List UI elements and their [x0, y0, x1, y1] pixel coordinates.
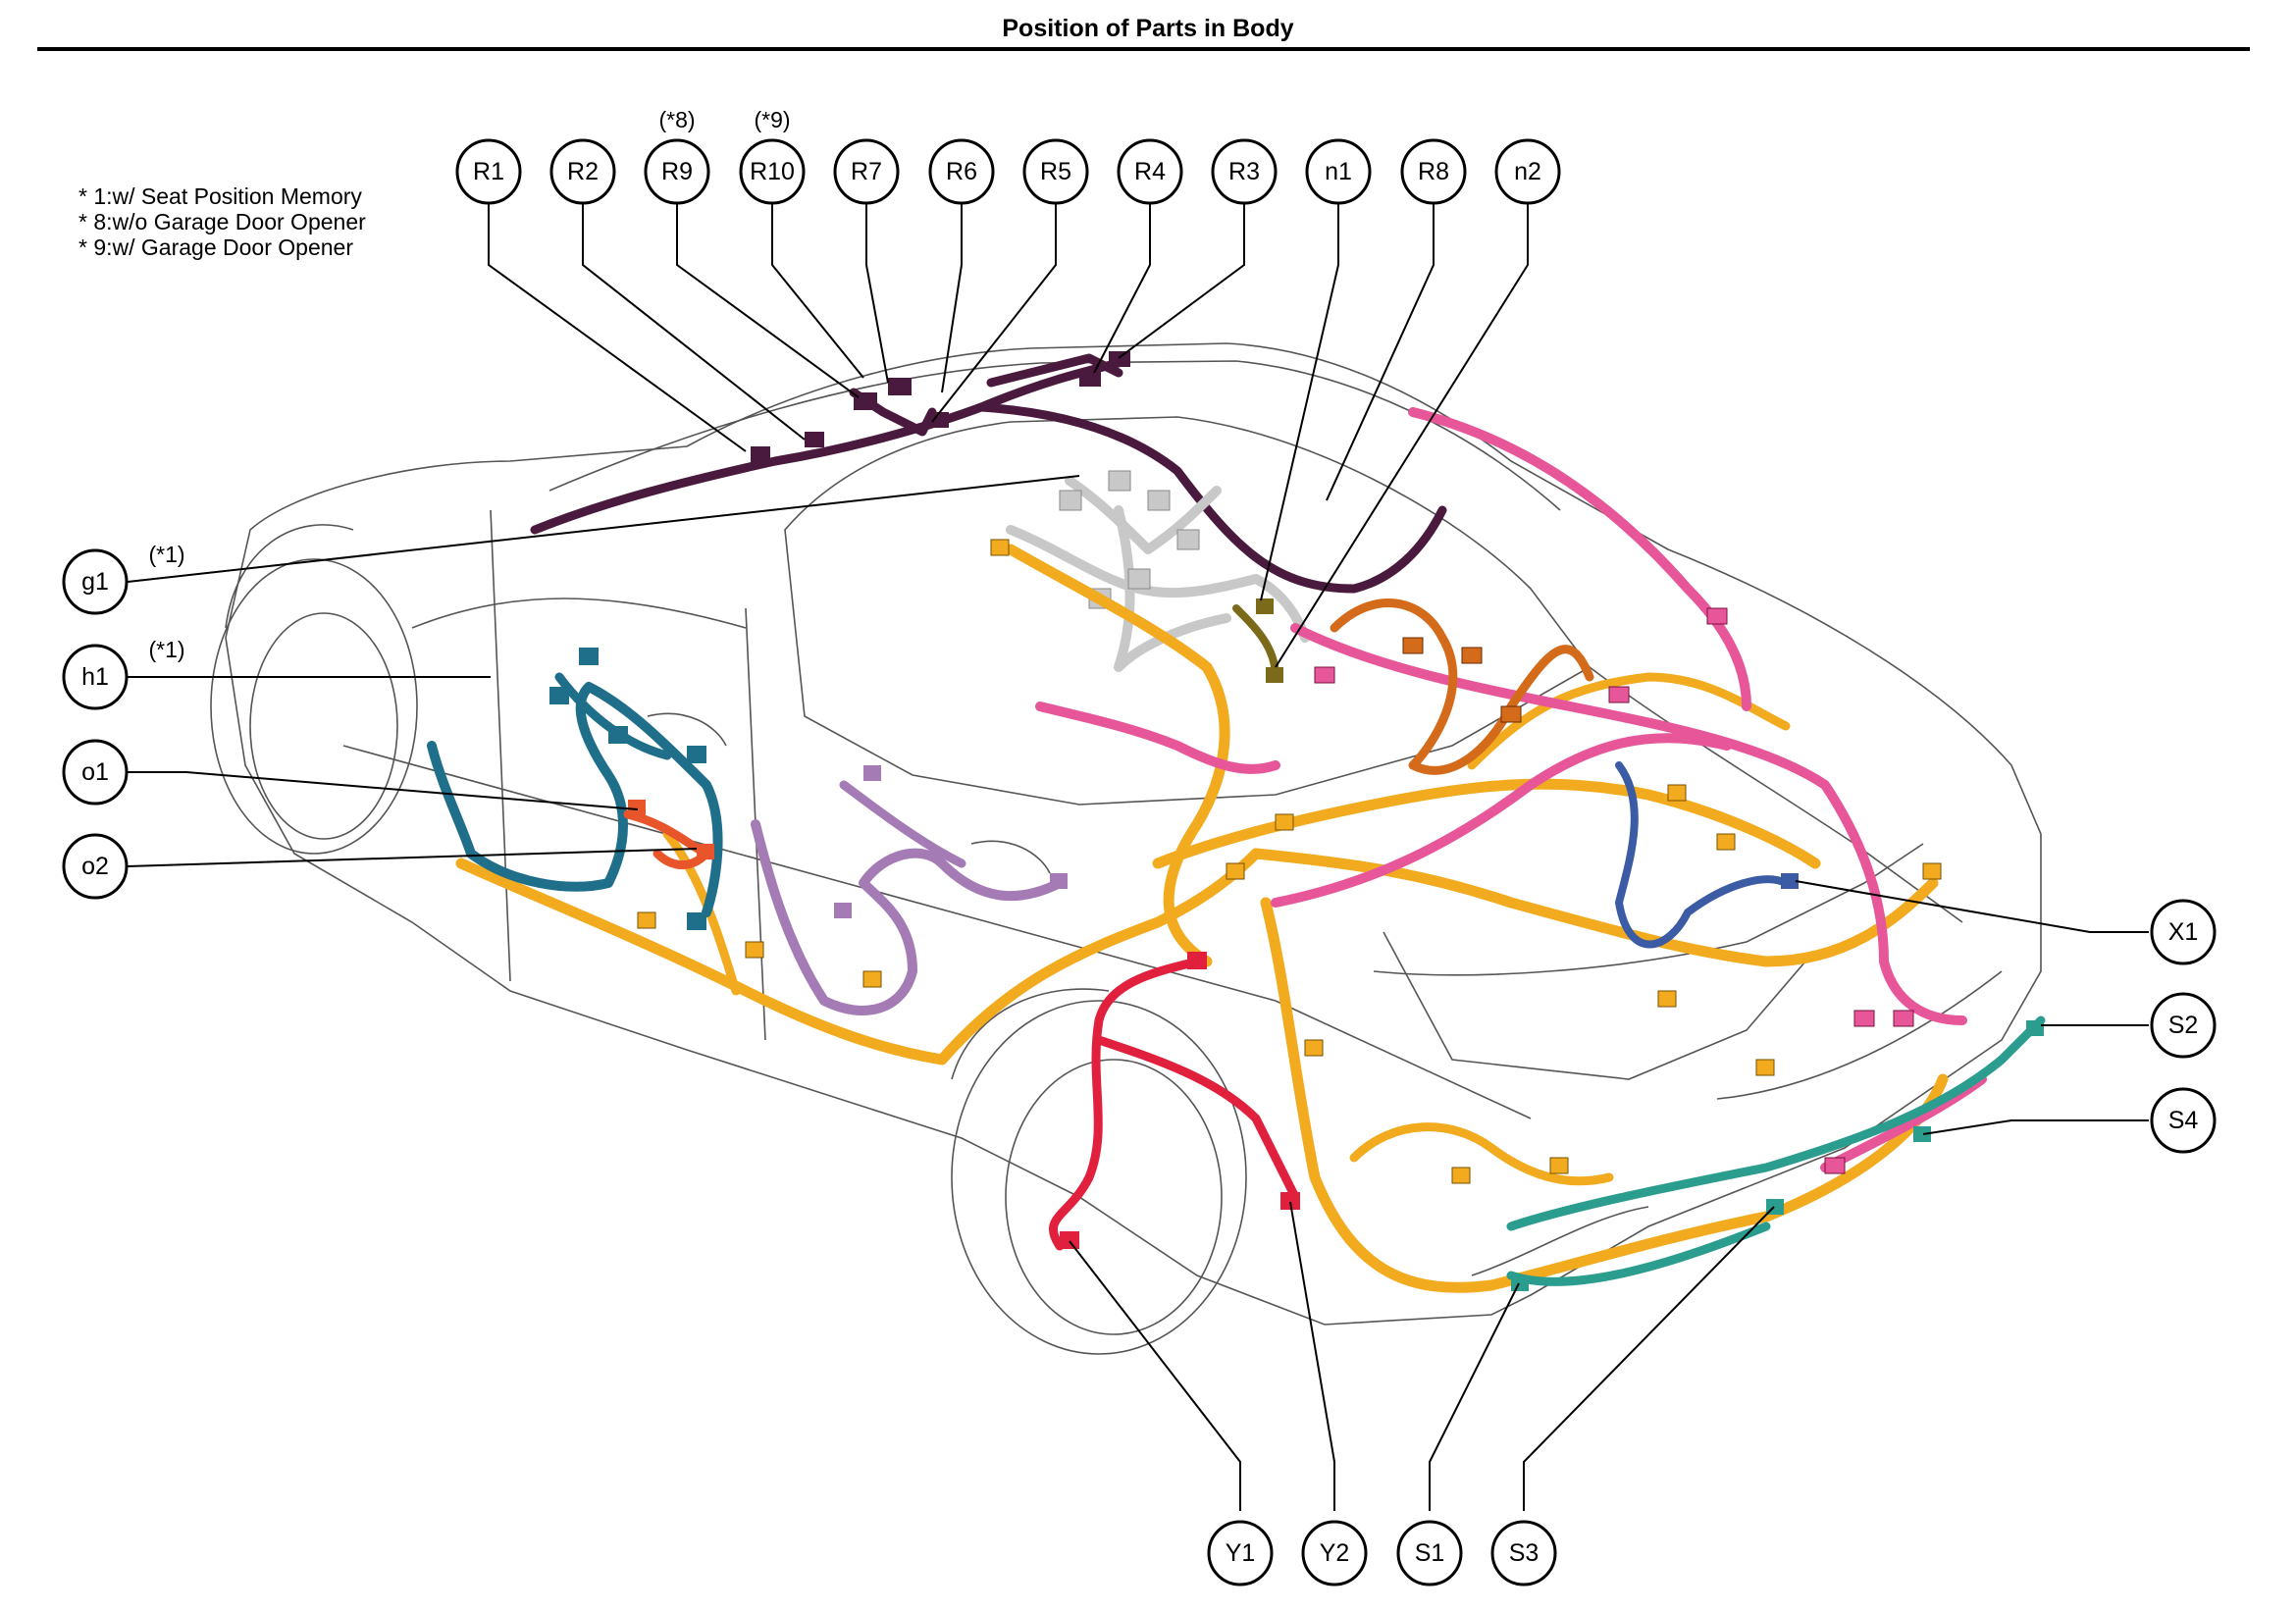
callout-n1: n1 [1305, 138, 1372, 205]
x1-harness [1615, 761, 1799, 949]
callout-n1-label: n1 [1325, 158, 1352, 185]
callout-R10-suffix: (*9) [754, 107, 790, 132]
callout-S1: S1 [1396, 1520, 1463, 1586]
callout-g1: (*1) g1 [62, 542, 185, 615]
front-bumper-harness [1049, 952, 1300, 1251]
callout-S4: S4 [2150, 1087, 2217, 1154]
callout-S4-label: S4 [2168, 1107, 2199, 1134]
callout-g1-label: g1 [81, 568, 109, 596]
callout-R6: R6 [928, 138, 995, 205]
floor-harness [1035, 407, 1987, 1174]
callout-o2-label: o2 [81, 853, 109, 880]
roof-harness [530, 351, 1447, 594]
door-front-harness [427, 648, 723, 930]
callout-S2-label: S2 [2168, 1012, 2199, 1039]
callout-R9-suffix: (*8) [658, 107, 695, 132]
callout-R1-label: R1 [473, 158, 504, 185]
callout-R3: R3 [1211, 138, 1278, 205]
callout-Y2: Y2 [1301, 1520, 1368, 1586]
callout-X1-label: X1 [2168, 918, 2199, 946]
note-line: * 1:w/ Seat Position Memory [78, 183, 362, 209]
rear-bumper-harness [1506, 1015, 2046, 1291]
luggage-harness [1330, 598, 1594, 775]
callout-R8: R8 [1400, 138, 1467, 205]
callout-Y1: Y1 [1207, 1520, 1274, 1586]
title-rule [37, 47, 2250, 51]
callout-R7: R7 [833, 138, 900, 205]
callout-R1: R1 [455, 138, 522, 205]
seat-harness [623, 800, 714, 870]
callout-n2: n2 [1494, 138, 1561, 205]
callout-h1-suffix: (*1) [148, 637, 184, 662]
callout-R6-label: R6 [946, 158, 977, 185]
callout-h1-label: h1 [81, 663, 109, 691]
callout-R2: R2 [549, 138, 616, 205]
callout-R2-label: R2 [567, 158, 599, 185]
callout-X1: X1 [2150, 899, 2217, 965]
callout-R4: R4 [1117, 138, 1183, 205]
door-rear-harness [751, 765, 1068, 1015]
callout-g1-suffix: (*1) [148, 542, 184, 567]
callout-R10: (*9) R10 [739, 107, 806, 205]
callout-o2: o2 [62, 833, 129, 900]
callout-R7-label: R7 [851, 158, 882, 185]
callout-S2: S2 [2150, 992, 2217, 1059]
callout-Y2-label: Y2 [1320, 1539, 1350, 1567]
note-line: * 8:w/o Garage Door Opener [78, 209, 366, 234]
callout-R9: (*8) R9 [644, 107, 710, 205]
callout-n2-label: n2 [1514, 158, 1541, 185]
callout-R9-label: R9 [661, 158, 693, 185]
callout-R5-label: R5 [1040, 158, 1071, 185]
n1-harness [1232, 598, 1283, 683]
page-title: Position of Parts in Body [1002, 15, 1294, 42]
engine-room-harness [1006, 470, 1310, 672]
car-body-outline [210, 342, 2042, 1355]
callout-Y1-label: Y1 [1226, 1539, 1256, 1567]
callout-R4-label: R4 [1134, 158, 1166, 185]
callout-R5: R5 [1022, 138, 1089, 205]
callout-S1-label: S1 [1415, 1539, 1445, 1567]
callout-R10-label: R10 [750, 158, 795, 185]
callout-S3-label: S3 [1509, 1539, 1539, 1567]
callout-R8-label: R8 [1418, 158, 1449, 185]
callout-S3: S3 [1490, 1520, 1557, 1586]
note-line: * 9:w/ Garage Door Opener [78, 234, 353, 260]
leader-lines [127, 201, 2149, 1511]
callout-o1-label: o1 [81, 758, 109, 786]
callout-R3-label: R3 [1228, 158, 1260, 185]
callout-o1: o1 [62, 739, 129, 806]
notes-block: * 1:w/ Seat Position Memory * 8:w/o Gara… [78, 183, 366, 260]
callout-h1: (*1) h1 [62, 637, 185, 710]
